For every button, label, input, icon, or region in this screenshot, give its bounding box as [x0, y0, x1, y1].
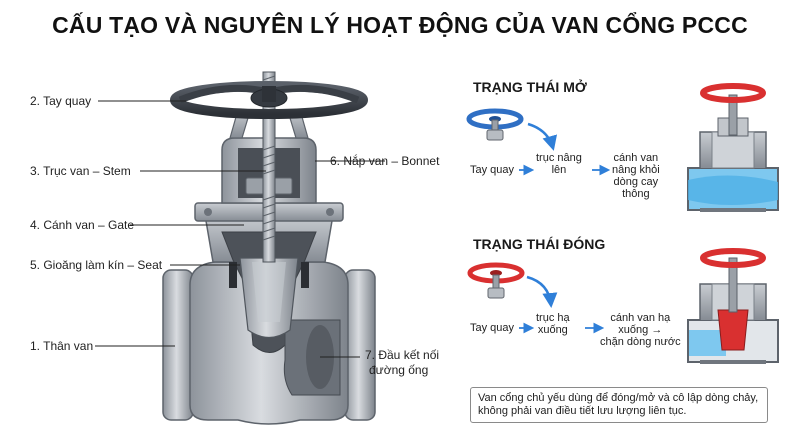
- closed-step-stem: trục hạ xuống: [536, 312, 570, 336]
- open-arrow-1: [527, 122, 558, 151]
- label-gate: 4. Cánh van – Gate: [30, 218, 135, 232]
- open-valve-cutaway: [687, 83, 779, 212]
- open-step-handwheel: Tay quay: [470, 164, 515, 176]
- closed-state-illustration: [467, 248, 779, 364]
- closed-step-gate-line2: xuống →: [618, 324, 663, 336]
- open-step-gate-line1: cánh van: [613, 152, 659, 164]
- closed-step-handwheel: Tay quay: [470, 322, 515, 334]
- right-flange: [344, 269, 376, 421]
- seat-right: [301, 262, 309, 288]
- closed-step-gate-line1: cánh van hạ: [610, 312, 671, 324]
- leader-lines: [95, 100, 385, 358]
- open-step-gate-line4: thông: [622, 188, 650, 200]
- closed-step-gate-line3: chặn dòng nước: [600, 336, 681, 348]
- closed-gate-red: [717, 309, 749, 351]
- closed-step-stem-line1: trục hạ: [536, 312, 570, 324]
- seat-left: [229, 262, 237, 288]
- label-body: 1. Thân van: [30, 339, 94, 353]
- main-valve: [162, 71, 376, 425]
- usage-note-line2: không phải van điều tiết lưu lượng liên …: [478, 405, 687, 417]
- open-step-gate: cánh van nâng khỏi dòng cay thông: [612, 152, 660, 200]
- label-flange-line2: đường ống: [369, 363, 429, 377]
- label-handwheel: 2. Tay quay: [30, 94, 92, 108]
- left-flange: [162, 269, 194, 421]
- open-step-stem-line1: trục nâng: [536, 152, 582, 164]
- label-bonnet: 6. Nắp van – Bonnet: [330, 154, 440, 168]
- label-seat: 5. Gioăng làm kín – Seat: [30, 258, 163, 272]
- open-step-stem: trục nâng lên: [536, 152, 582, 176]
- label-stem: 3. Trục van – Stem: [30, 164, 131, 178]
- label-flange: 7. Đầu kết nối đường ống: [365, 348, 439, 378]
- open-step-gate-line2: nâng khỏi: [612, 164, 660, 176]
- closed-step-gate: cánh van hạ xuống → chặn dòng nước: [600, 312, 681, 348]
- open-state-illustration: [466, 83, 779, 212]
- page-title: CẤU TẠO VÀ NGUYÊN LÝ HOẠT ĐỘNG CỦA VAN C…: [52, 12, 748, 38]
- usage-note: Van cổng chủ yếu dùng để đóng/mở và cô l…: [470, 387, 768, 423]
- open-step-gate-line3: dòng cay: [613, 176, 659, 188]
- open-state-heading: TRẠNG THÁI MỞ: [473, 79, 587, 95]
- closed-step-stem-line2: xuống: [537, 324, 568, 336]
- closed-valve-cutaway: [687, 248, 779, 364]
- label-flange-line1: 7. Đầu kết nối: [365, 348, 440, 362]
- closed-arrow-1: [526, 275, 558, 308]
- closed-state-heading: TRẠNG THÁI ĐÓNG: [473, 236, 606, 252]
- usage-note-line1: Van cổng chủ yếu dùng để đóng/mở và cô l…: [478, 392, 759, 404]
- open-step-stem-line2: lên: [551, 164, 567, 176]
